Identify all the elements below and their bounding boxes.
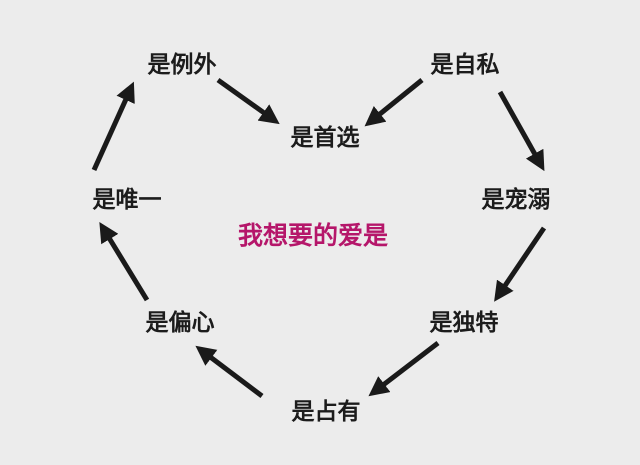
- node-du-te: 是独特: [429, 310, 499, 336]
- node-shou-xuan: 是首选: [290, 125, 360, 151]
- arrow-zhan-you-to-pian-xin: [195, 345, 264, 398]
- arrow-chong-ni-to-du-te: [494, 226, 547, 302]
- arrow-zi-si-to-shou-xuan: [364, 78, 424, 127]
- node-chong-ni: 是宠溺: [481, 187, 551, 213]
- arrow-zi-si-to-chong-ni: [497, 90, 545, 172]
- arrow-pian-xin-to-wei-yi: [99, 222, 150, 302]
- node-zhan-you: 是占有: [291, 399, 361, 425]
- arrow-wei-yi-to-li-wai: [91, 81, 135, 172]
- node-pian-xin: 是偏心: [145, 310, 215, 336]
- arrow-li-wai-to-shou-xuan: [216, 77, 280, 125]
- arrow-du-te-to-zhan-you: [368, 341, 440, 397]
- center-title: 我想要的爱是: [237, 221, 389, 250]
- node-zi-si: 是自私: [430, 52, 500, 78]
- node-li-wai: 是例外: [147, 52, 217, 78]
- node-wei-yi: 是唯一: [92, 187, 162, 213]
